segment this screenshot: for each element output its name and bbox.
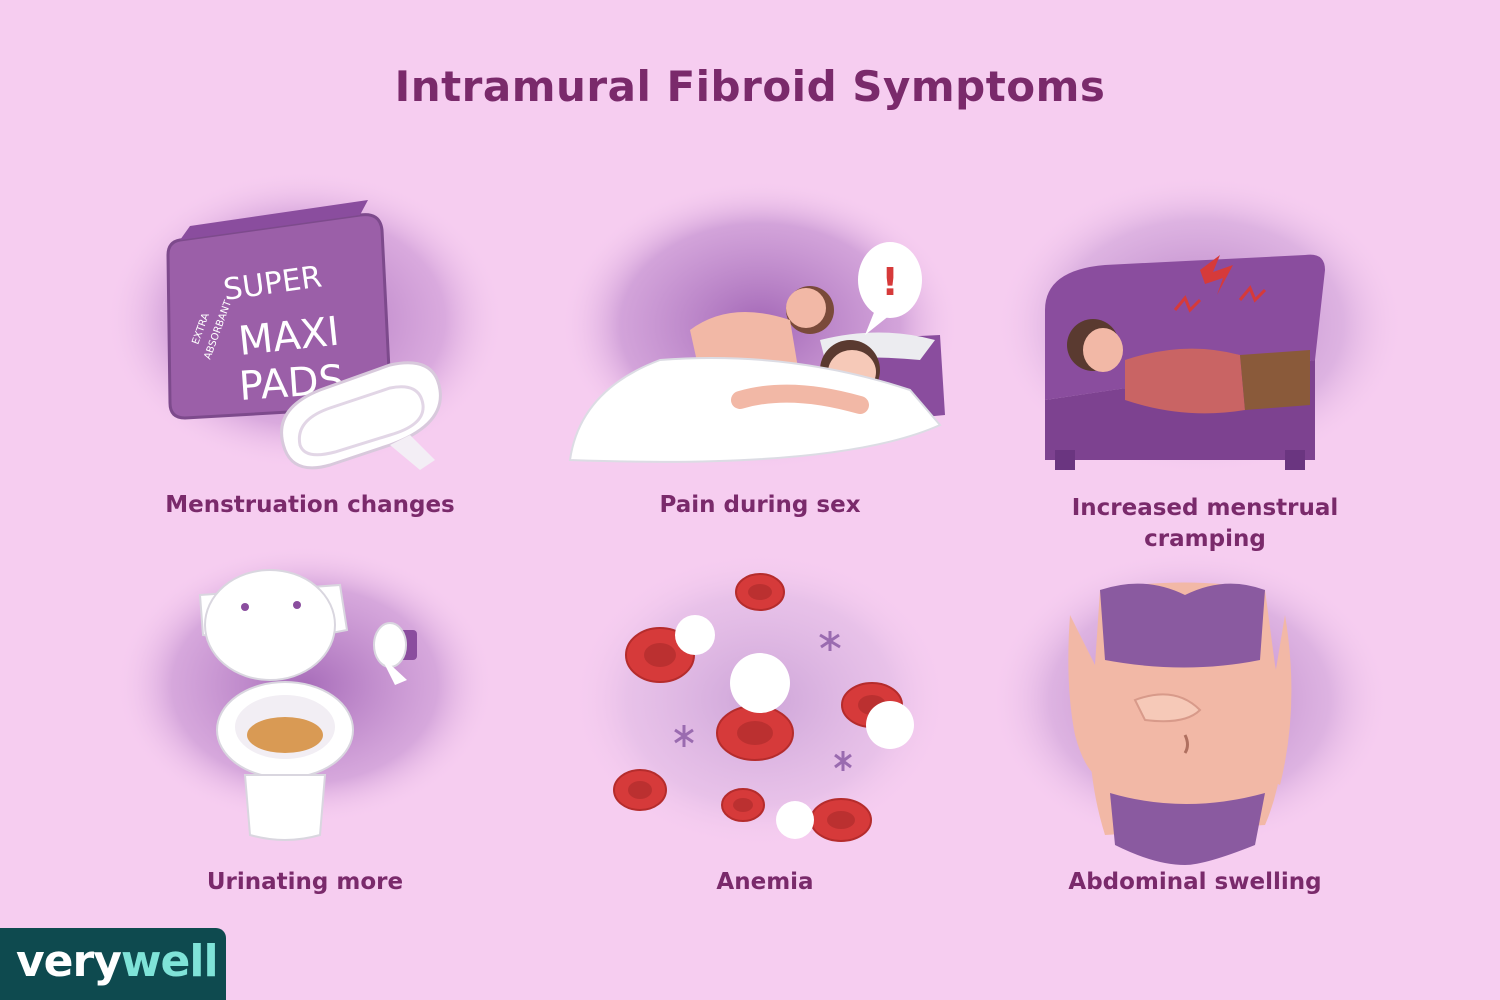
logo-text: verywell	[16, 936, 219, 987]
logo-part-very: very	[16, 936, 122, 987]
symptom-pain-during-sex: ! Pain during sex	[540, 160, 980, 540]
symptom-label: Abdominal swelling	[1068, 869, 1322, 895]
exclamation-bubble: !	[881, 260, 898, 304]
maxi-pads-icon: SUPER MAXI PADS EXTRA ABSORBANT	[105, 170, 505, 470]
woman-on-couch-icon	[995, 175, 1405, 475]
couple-in-bed-icon: !	[560, 180, 960, 470]
symptom-anemia: Anemia	[545, 535, 985, 915]
page-title: Intramural Fibroid Symptoms	[394, 62, 1106, 111]
package-text-maxi: MAXI	[236, 309, 341, 365]
toilet-icon	[115, 545, 495, 841]
symptom-label: Urinating more	[206, 869, 404, 895]
symptom-abdominal-swelling: Abdominal swelling	[975, 535, 1415, 915]
logo-part-well: well	[120, 936, 219, 987]
symptom-menstruation-changes: SUPER MAXI PADS EXTRA ABSORBANT Menstrua…	[90, 160, 530, 540]
symptom-label: Increased menstrual cramping	[1071, 495, 1339, 552]
swollen-abdomen-icon	[990, 550, 1390, 865]
symptom-urinating-more: Urinating more	[85, 535, 525, 915]
symptom-label: Anemia	[716, 869, 814, 895]
symptom-increased-menstrual-cramping: Increased menstrual cramping	[985, 160, 1425, 552]
symptom-label: Pain during sex	[659, 492, 861, 518]
blood-cells-icon	[570, 550, 950, 850]
symptom-label: Menstruation changes	[165, 492, 455, 518]
verywell-logo: verywell	[0, 928, 226, 1000]
